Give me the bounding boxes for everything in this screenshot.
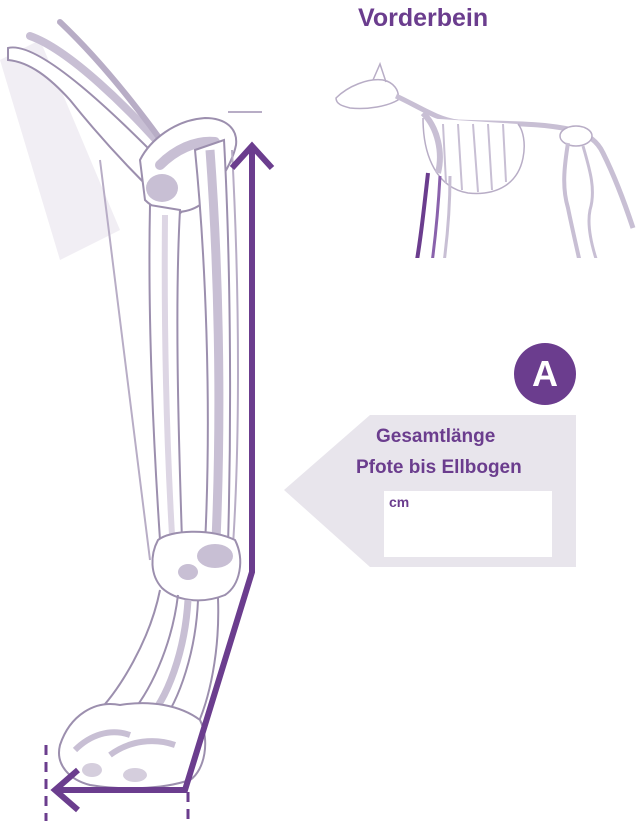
unit-label: cm [389, 494, 409, 510]
measurement-label-line2: Pfote bis Ellbogen [356, 457, 522, 479]
dog-skeleton-thumbnail [328, 58, 638, 258]
measurement-label-line1: Gesamtlänge [376, 426, 495, 448]
page-title: Vorderbein [358, 4, 488, 33]
wrist-joint [152, 532, 240, 601]
section-badge: A [514, 343, 576, 405]
paw-bones [59, 703, 205, 788]
